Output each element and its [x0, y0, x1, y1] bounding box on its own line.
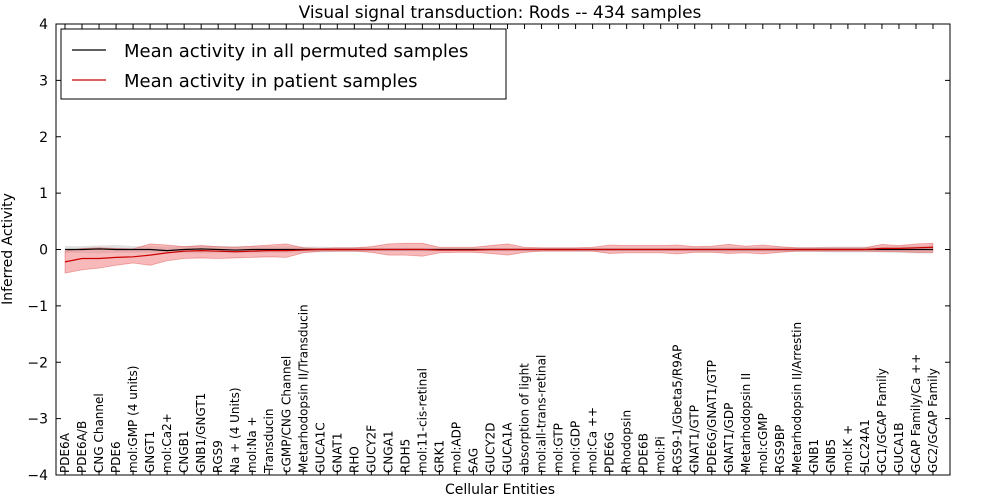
x-tick-label: absorption of light	[518, 363, 532, 473]
x-tick-label: mol:GDP	[569, 421, 583, 473]
x-tick-label: GUCY2F	[364, 425, 378, 473]
x-tick-label: RDH5	[398, 439, 412, 473]
x-tick-label: PDE6A/B	[75, 421, 89, 473]
x-tick-label: mol:ADP	[449, 422, 463, 473]
x-tick-label: mol:cGMP	[756, 413, 770, 473]
x-tick-label: GNGT1	[143, 431, 157, 473]
series-lines	[64, 246, 934, 263]
legend: Mean activity in all permuted samples Me…	[60, 28, 507, 100]
x-tick-label: mol:all-trans-retinal	[535, 355, 549, 473]
chart-title: Visual signal transduction: Rods -- 434 …	[299, 3, 702, 23]
y-tick-label: −3	[27, 412, 48, 428]
y-tick-label: 0	[39, 243, 48, 259]
x-tick-label: PDE6G	[603, 432, 617, 473]
x-tick-label: GUCA1A	[501, 422, 515, 473]
y-tick-label: −2	[27, 355, 48, 371]
x-tick-label: GC1/GCAP Family	[875, 368, 889, 473]
x-tick-label: mol:GMP (4 units)	[126, 366, 140, 473]
x-tick-label: SLC24A1	[858, 419, 872, 473]
band-patient	[64, 242, 934, 274]
x-axis-label: Cellular Entities	[445, 482, 555, 498]
x-tick-label: mol:11-cis-retinal	[415, 368, 429, 473]
x-tick-label: GUCY2D	[483, 423, 497, 473]
x-tick-label: PDE6G/GNAT1/GTP	[705, 360, 719, 473]
x-tick-label: PDE6A	[58, 432, 72, 473]
x-tick-label: Transducin	[262, 409, 276, 474]
x-tick-label: GNAT1	[330, 432, 344, 473]
x-tick-label: RGS9-1/Gbeta5/R9AP	[671, 345, 685, 473]
y-axis: 4 3 2 1 0 −1 −2 −3 −4	[27, 17, 950, 484]
legend-label-permuted: Mean activity in all permuted samples	[124, 41, 468, 62]
x-tick-label: Na + (4 Units)	[228, 387, 242, 473]
x-tick-label: PDE6B	[637, 433, 651, 473]
x-tick-label: GNB1	[807, 439, 821, 473]
x-tick-label: GNB1/GNGT1	[194, 393, 208, 473]
y-tick-label: 4	[39, 17, 48, 33]
legend-box	[60, 28, 507, 100]
x-tick-label: GNAT1/GDP	[722, 403, 736, 473]
x-tick-label: mol:Na +	[245, 416, 259, 473]
x-tick-label: mol:GTP	[552, 423, 566, 473]
x-tick-label: mol:K +	[841, 425, 855, 473]
x-tick-label: PDE6	[109, 441, 123, 473]
x-tick-label: Metarhodopsin II	[739, 373, 753, 473]
y-axis-label: Inferred Activity	[0, 193, 16, 305]
line-patient	[64, 246, 934, 263]
x-tick-label: mol:Pi	[654, 436, 668, 473]
x-tick-label: GUCA1C	[313, 422, 327, 473]
x-tick-label: GNAT1/GTP	[688, 405, 702, 473]
y-tick-label: −4	[27, 468, 48, 484]
x-tick-label: CNGA1	[381, 431, 395, 474]
x-tick-label: RHO	[347, 446, 361, 473]
x-tick-label: CNGB1	[177, 430, 191, 473]
y-tick-label: 1	[39, 186, 48, 202]
x-tick-label: mol:Ca ++	[586, 407, 600, 473]
x-tick-label: GRK1	[432, 440, 446, 473]
x-tick-label: Metarhodopsin II/Arrestin	[790, 322, 804, 473]
confidence-bands	[64, 242, 934, 274]
y-tick-label: −1	[27, 299, 48, 315]
x-tick-label: RGS9	[211, 440, 225, 473]
x-tick-label: GC2/GCAP Family	[926, 368, 940, 473]
x-tick-label: GCAP Family/Ca ++	[909, 354, 923, 473]
y-tick-label: 3	[39, 73, 48, 89]
y-tick-label: 2	[39, 130, 48, 146]
x-tick-label: SAG	[466, 448, 480, 473]
x-tick-label: mol:Ca2+	[160, 413, 174, 473]
x-tick-label: GUCA1B	[892, 422, 906, 473]
x-tick-label: Rhodopsin	[620, 410, 634, 473]
x-tick-label: RGS9BP	[773, 425, 787, 473]
legend-label-patient: Mean activity in patient samples	[124, 71, 418, 92]
x-tick-label: Metarhodopsin II/Transducin	[296, 304, 310, 473]
x-tick-label: CNG Channel	[92, 393, 106, 473]
x-tick-label: GNB5	[824, 439, 838, 473]
x-tick-label: cGMP/CNG Channel	[279, 356, 293, 473]
